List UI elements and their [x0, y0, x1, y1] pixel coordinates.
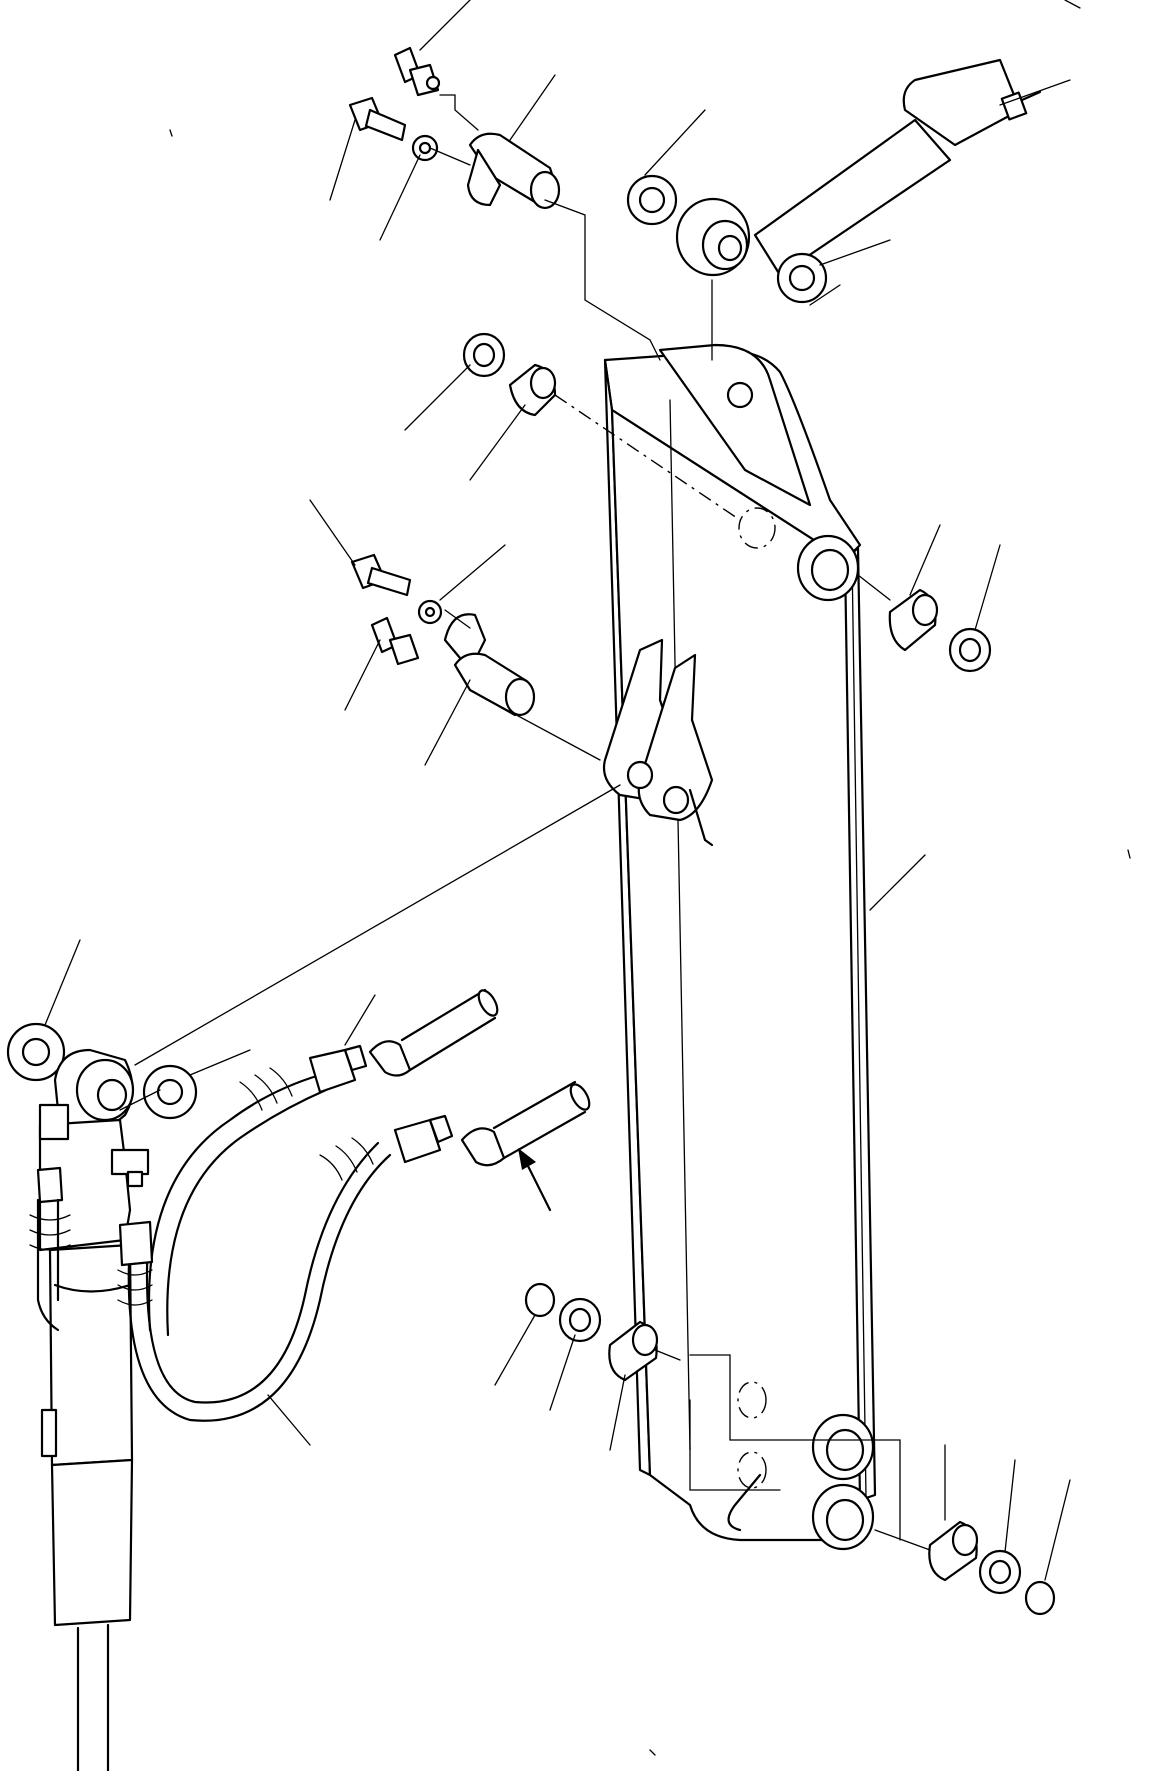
pipes	[368, 988, 591, 1167]
top-pin-assembly	[348, 46, 561, 210]
arm-cylinder-rod-end	[675, 58, 1042, 277]
snap-ring	[1024, 1580, 1056, 1616]
arm	[602, 343, 877, 1551]
snap-ring	[524, 1282, 556, 1318]
callout-leaders	[44, 0, 1071, 1581]
middle-pin-assembly	[350, 553, 536, 717]
hose-assembly	[117, 1044, 454, 1422]
hose-fitting	[117, 1220, 154, 1306]
direction-arrow	[518, 1148, 552, 1212]
hose-fitting	[239, 1044, 368, 1111]
bucket-cylinder-head	[6, 1022, 198, 1771]
assembly-lines	[119, 94, 931, 1551]
hose-fitting	[319, 1114, 454, 1181]
